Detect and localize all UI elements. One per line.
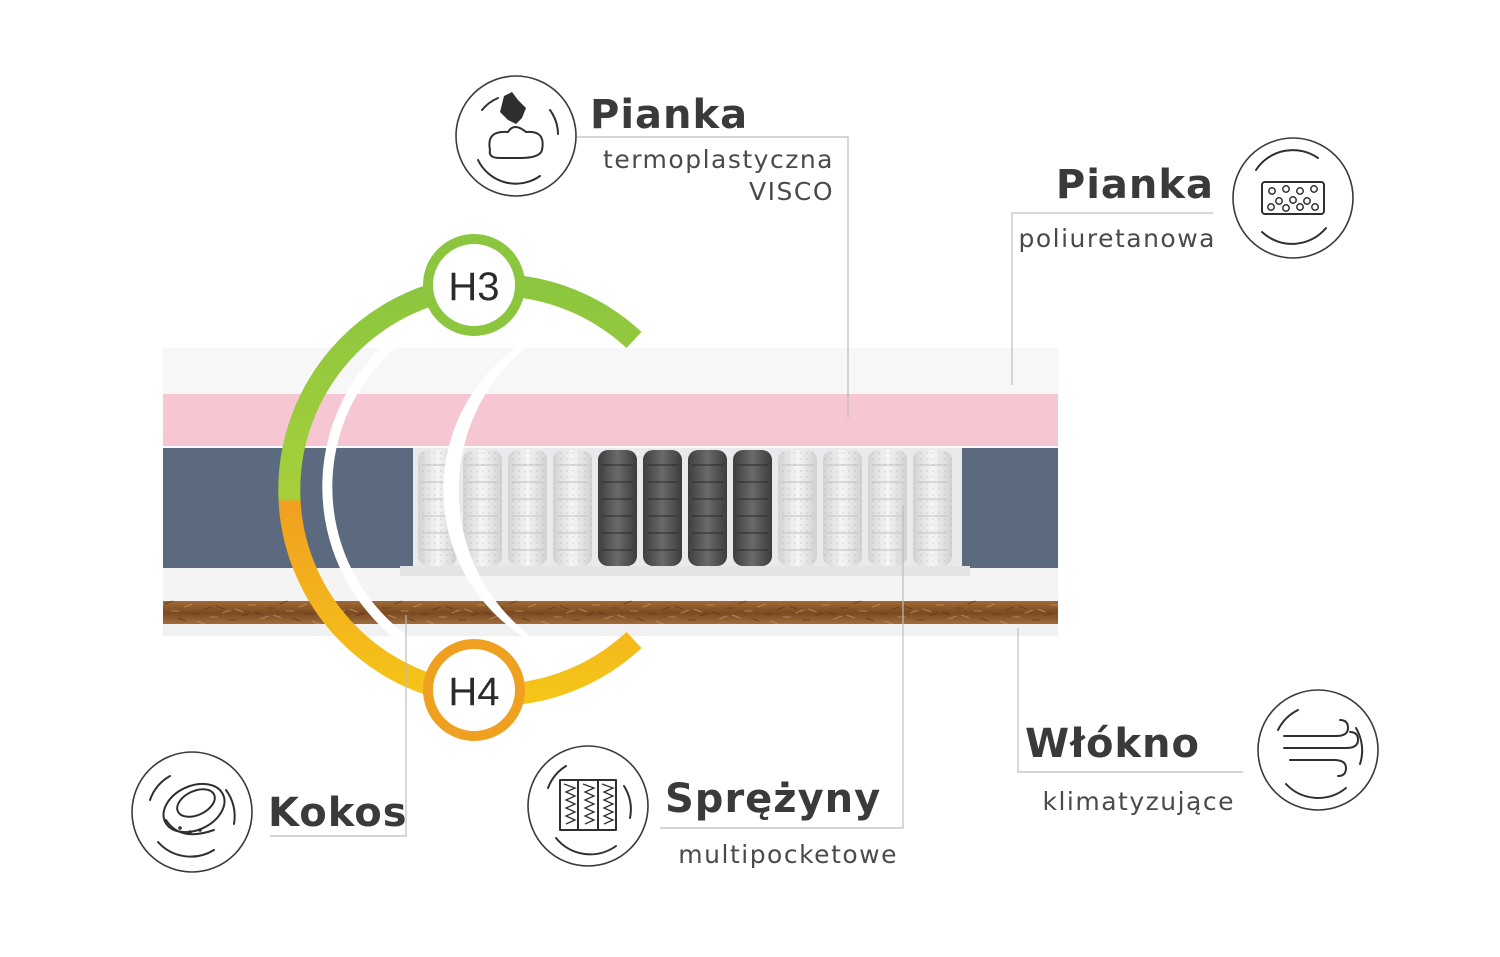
springs-title: Sprężyny: [665, 776, 881, 822]
coir-texture: [164, 600, 1059, 625]
pocket-spring: [553, 450, 592, 566]
visco-subtitle-2: VISCO: [749, 177, 834, 206]
visco-title: Pianka: [590, 92, 748, 138]
label-pocket-springs: Sprężyny multipocketowe: [527, 745, 898, 869]
pocket-spring: [913, 450, 952, 566]
label-climate-fiber: Włókno klimatyzujące: [1025, 689, 1379, 816]
fiber-subtitle: klimatyzujące: [1043, 787, 1236, 816]
firmness-label-h4: H4: [448, 670, 499, 714]
side-foam-right: [962, 448, 1058, 570]
pocket-springs-row: [418, 450, 952, 566]
label-coconut: Kokos: [131, 751, 408, 873]
pocket-spring: [463, 450, 502, 566]
pocket-spring: [823, 450, 862, 566]
bottom-cover-layer: [163, 624, 1058, 636]
coconut-title: Kokos: [268, 790, 408, 836]
leader-lines: [270, 136, 1243, 837]
firmness-badge-h3: H3: [423, 234, 525, 336]
pocket-springs-icon: [527, 745, 649, 867]
pocket-spring: [643, 450, 682, 566]
pocket-spring: [508, 450, 547, 566]
polyurethane-title: Pianka: [1056, 162, 1214, 208]
pocket-spring: [868, 450, 907, 566]
label-polyurethane-foam: Pianka poliuretanowa: [1018, 137, 1354, 259]
coconut-coir-layer: [163, 601, 1058, 625]
firmness-badge-h4: H4: [423, 639, 525, 741]
mattress-cross-section: [163, 340, 1059, 636]
pocket-spring: [598, 450, 637, 566]
pocket-spring: [688, 450, 727, 566]
coconut-icon: [131, 751, 253, 873]
springs-subtitle: multipocketowe: [678, 840, 898, 869]
firmness-ring: H3 H4: [278, 234, 642, 741]
label-visco-foam: Pianka termoplastyczna VISCO: [455, 75, 834, 206]
fiber-title: Włókno: [1025, 721, 1200, 767]
air-flow-icon: [1257, 689, 1379, 811]
pocket-spring: [778, 450, 817, 566]
top-cover-layer: [163, 340, 1058, 395]
porous-foam-icon: [1232, 137, 1354, 259]
visco-subtitle: termoplastyczna: [603, 145, 834, 174]
hand-pressing-foam-icon: [455, 75, 577, 197]
firmness-label-h3: H3: [448, 265, 499, 309]
pocket-spring: [733, 450, 772, 566]
polyurethane-subtitle: poliuretanowa: [1018, 224, 1216, 253]
